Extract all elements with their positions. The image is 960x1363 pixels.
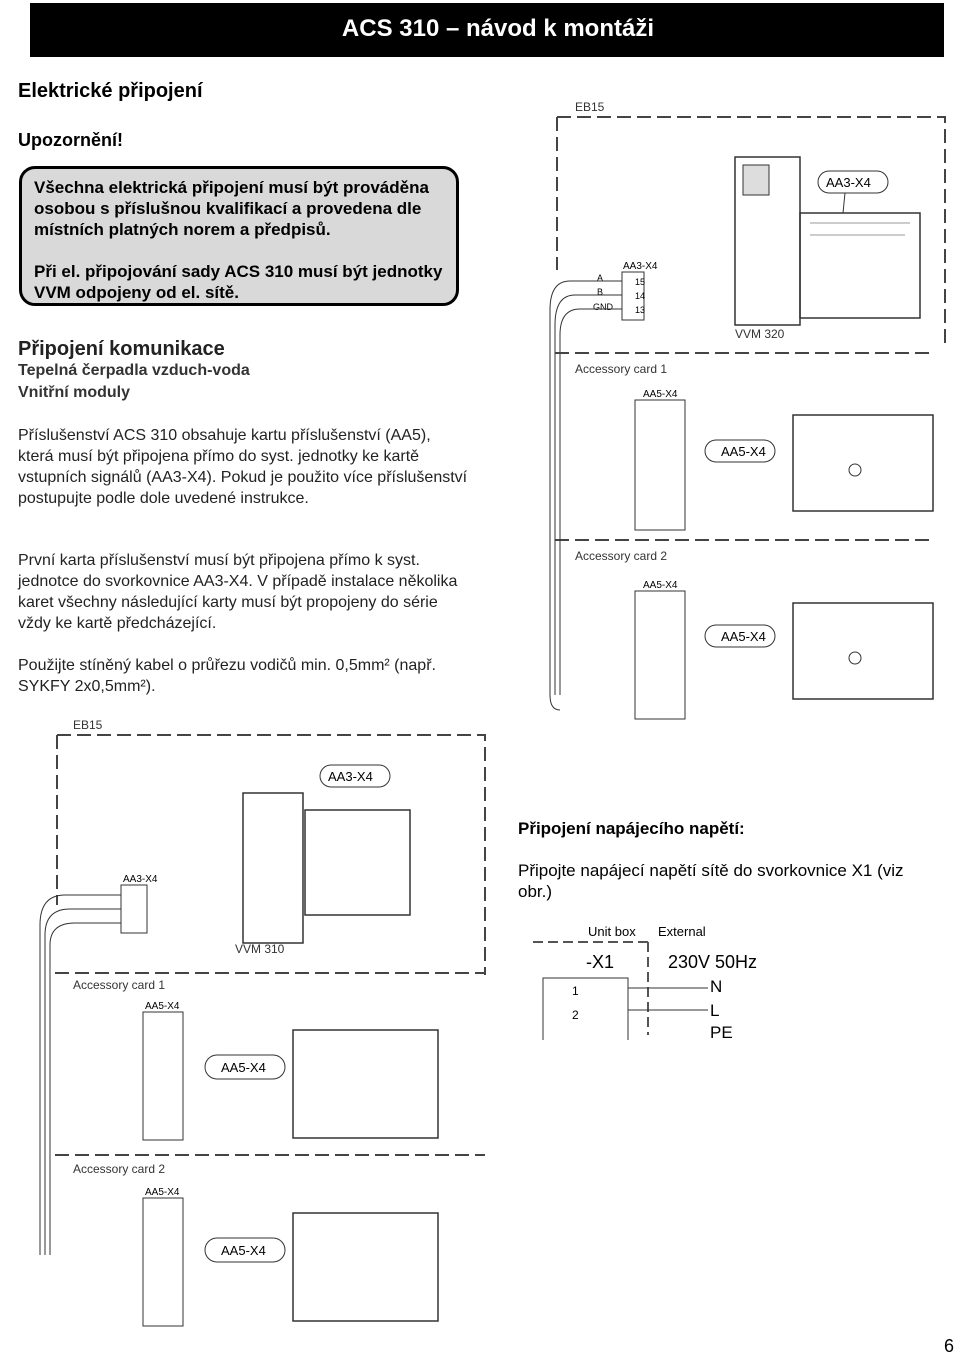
warning-box: Všechna elektrická připojení musí být pr… <box>19 166 459 306</box>
aa5-callout-bottom-2 <box>204 1237 286 1263</box>
aa3-board-detail <box>810 222 910 236</box>
header-bar: ACS 310 – návod k montáži <box>30 3 944 57</box>
warning-heading: Upozornění! <box>18 130 123 150</box>
power-text: Připojte napájecí napětí sítě do svorkov… <box>518 861 904 901</box>
board-2-component <box>848 651 862 665</box>
x1-block-label: -X1 <box>586 952 614 972</box>
bottom-wiring-diagram: EB15 AA3-X4 AA3-X4 VVM 310 Accessory car… <box>39 718 486 1327</box>
aa5-title-bottom-1: AA5-X4 <box>145 1001 180 1012</box>
eb-label-bottom: EB15 <box>73 718 103 732</box>
aa3-terminal-title: AA3-X4 <box>623 261 658 272</box>
aa3-terminal-14: 14 <box>635 291 645 301</box>
board-1-component <box>848 463 862 477</box>
vvm-label: VVM 320 <box>735 327 785 341</box>
accessory-board-1 <box>792 414 934 512</box>
cable-run <box>549 415 561 711</box>
eb-boundary <box>556 116 946 345</box>
wire-pe-label: PE <box>710 1023 733 1040</box>
wire-n-label: N <box>710 977 722 996</box>
aa5-block-bottom-1 <box>142 1011 184 1141</box>
aa5-callout-bubble-2 <box>704 624 776 648</box>
aa3-callout-text-bottom: AA3-X4 <box>328 769 373 784</box>
board-bottom-2 <box>292 1212 439 1322</box>
communication-paragraph-2: První karta příslušenství musí být připo… <box>18 552 458 632</box>
page-number: 6 <box>943 1336 954 1356</box>
page-header-title: ACS 310 – návod k montáži <box>341 15 654 42</box>
card-2-label: Accessory card 2 <box>575 549 667 563</box>
external-label: External <box>658 924 706 939</box>
section-title: Elektrické připojení <box>18 80 203 102</box>
aa5-callout-text-bottom-1: AA5-X4 <box>221 1060 266 1075</box>
eb-boundary-bottom <box>56 734 486 975</box>
aa5-callout-bottom-1 <box>204 1054 286 1080</box>
aa5-terminal-block-2 <box>634 590 686 720</box>
vvm-component <box>742 164 770 196</box>
vvm310-label: VVM 310 <box>235 942 285 956</box>
power-diagram: Unit box External -X1 230V 50Hz 1 2 N L … <box>533 924 757 1040</box>
aa3-terminal-a: A <box>597 273 603 283</box>
aa3-terminal-block-bottom <box>120 884 148 934</box>
terminal-1: 1 <box>572 984 579 998</box>
terminal-2: 2 <box>572 1008 579 1022</box>
aa5-terminal-title-2: AA5-X4 <box>643 580 678 591</box>
card-1-label: Accessory card 1 <box>575 362 667 376</box>
communication-paragraph-3: Použijte stíněný kabel o průřezu vodičů … <box>18 657 436 695</box>
aa5-callout-text-bottom-2: AA5-X4 <box>221 1243 266 1258</box>
top-wiring-diagram: EB15 AA3-X4 AA3-X4 A B GND 15 14 13 VVM … <box>549 100 946 720</box>
cable-bottom <box>39 894 121 1255</box>
voltage-label: 230V 50Hz <box>668 952 757 972</box>
communication-subtitle-2: Vnitřní moduly <box>18 384 130 401</box>
card-1-label-bottom: Accessory card 1 <box>73 978 165 992</box>
communication-paragraph-1: Příslušenství ACS 310 obsahuje kartu pří… <box>18 427 468 507</box>
card-2-label-bottom: Accessory card 2 <box>73 1162 165 1176</box>
aa3-board-bottom <box>304 809 411 916</box>
wire-l-label: L <box>710 1001 719 1020</box>
aa3-terminal-b: B <box>597 287 603 297</box>
aa5-callout-bubble-1 <box>704 439 776 463</box>
aa3-callout-bubble-bottom <box>319 764 391 788</box>
aa3-terminal-block <box>621 271 645 321</box>
cable-to-card-1 <box>549 280 622 415</box>
aa3-board <box>799 212 921 319</box>
aa3-callout-line <box>842 192 846 214</box>
aa5-callout-text-1: AA5-X4 <box>721 444 766 459</box>
communication-title: Připojení komunikace <box>18 338 225 360</box>
aa3-terminal-13: 13 <box>635 305 645 315</box>
warning-text-2: Při el. připojování sady ACS 310 musí bý… <box>34 262 443 302</box>
eb-label: EB15 <box>575 100 605 114</box>
warning-text-1: Všechna elektrická připojení musí být pr… <box>34 178 429 239</box>
x1-terminal-block <box>542 977 629 1040</box>
aa5-title-bottom-2: AA5-X4 <box>145 1187 180 1198</box>
aa5-callout-text-2: AA5-X4 <box>721 629 766 644</box>
vvm310-body <box>242 792 304 944</box>
accessory-board-2 <box>792 602 934 700</box>
aa3-callout-text: AA3-X4 <box>826 175 871 190</box>
power-title: Připojení napájecího napětí: <box>518 819 745 838</box>
board-bottom-1 <box>292 1029 439 1139</box>
aa5-block-bottom-2 <box>142 1197 184 1327</box>
unit-box-label: Unit box <box>588 924 636 939</box>
aa5-terminal-title-1: AA5-X4 <box>643 389 678 400</box>
aa3-terminal-gnd: GND <box>593 302 614 312</box>
aa3-terminal-15: 15 <box>635 277 645 287</box>
aa5-terminal-block-1 <box>634 399 686 531</box>
aa3-callout-bubble <box>817 170 889 194</box>
communication-subtitle-1: Tepelná čerpadla vzduch-voda <box>18 362 250 379</box>
aa3-terminal-title-bottom: AA3-X4 <box>123 874 158 885</box>
